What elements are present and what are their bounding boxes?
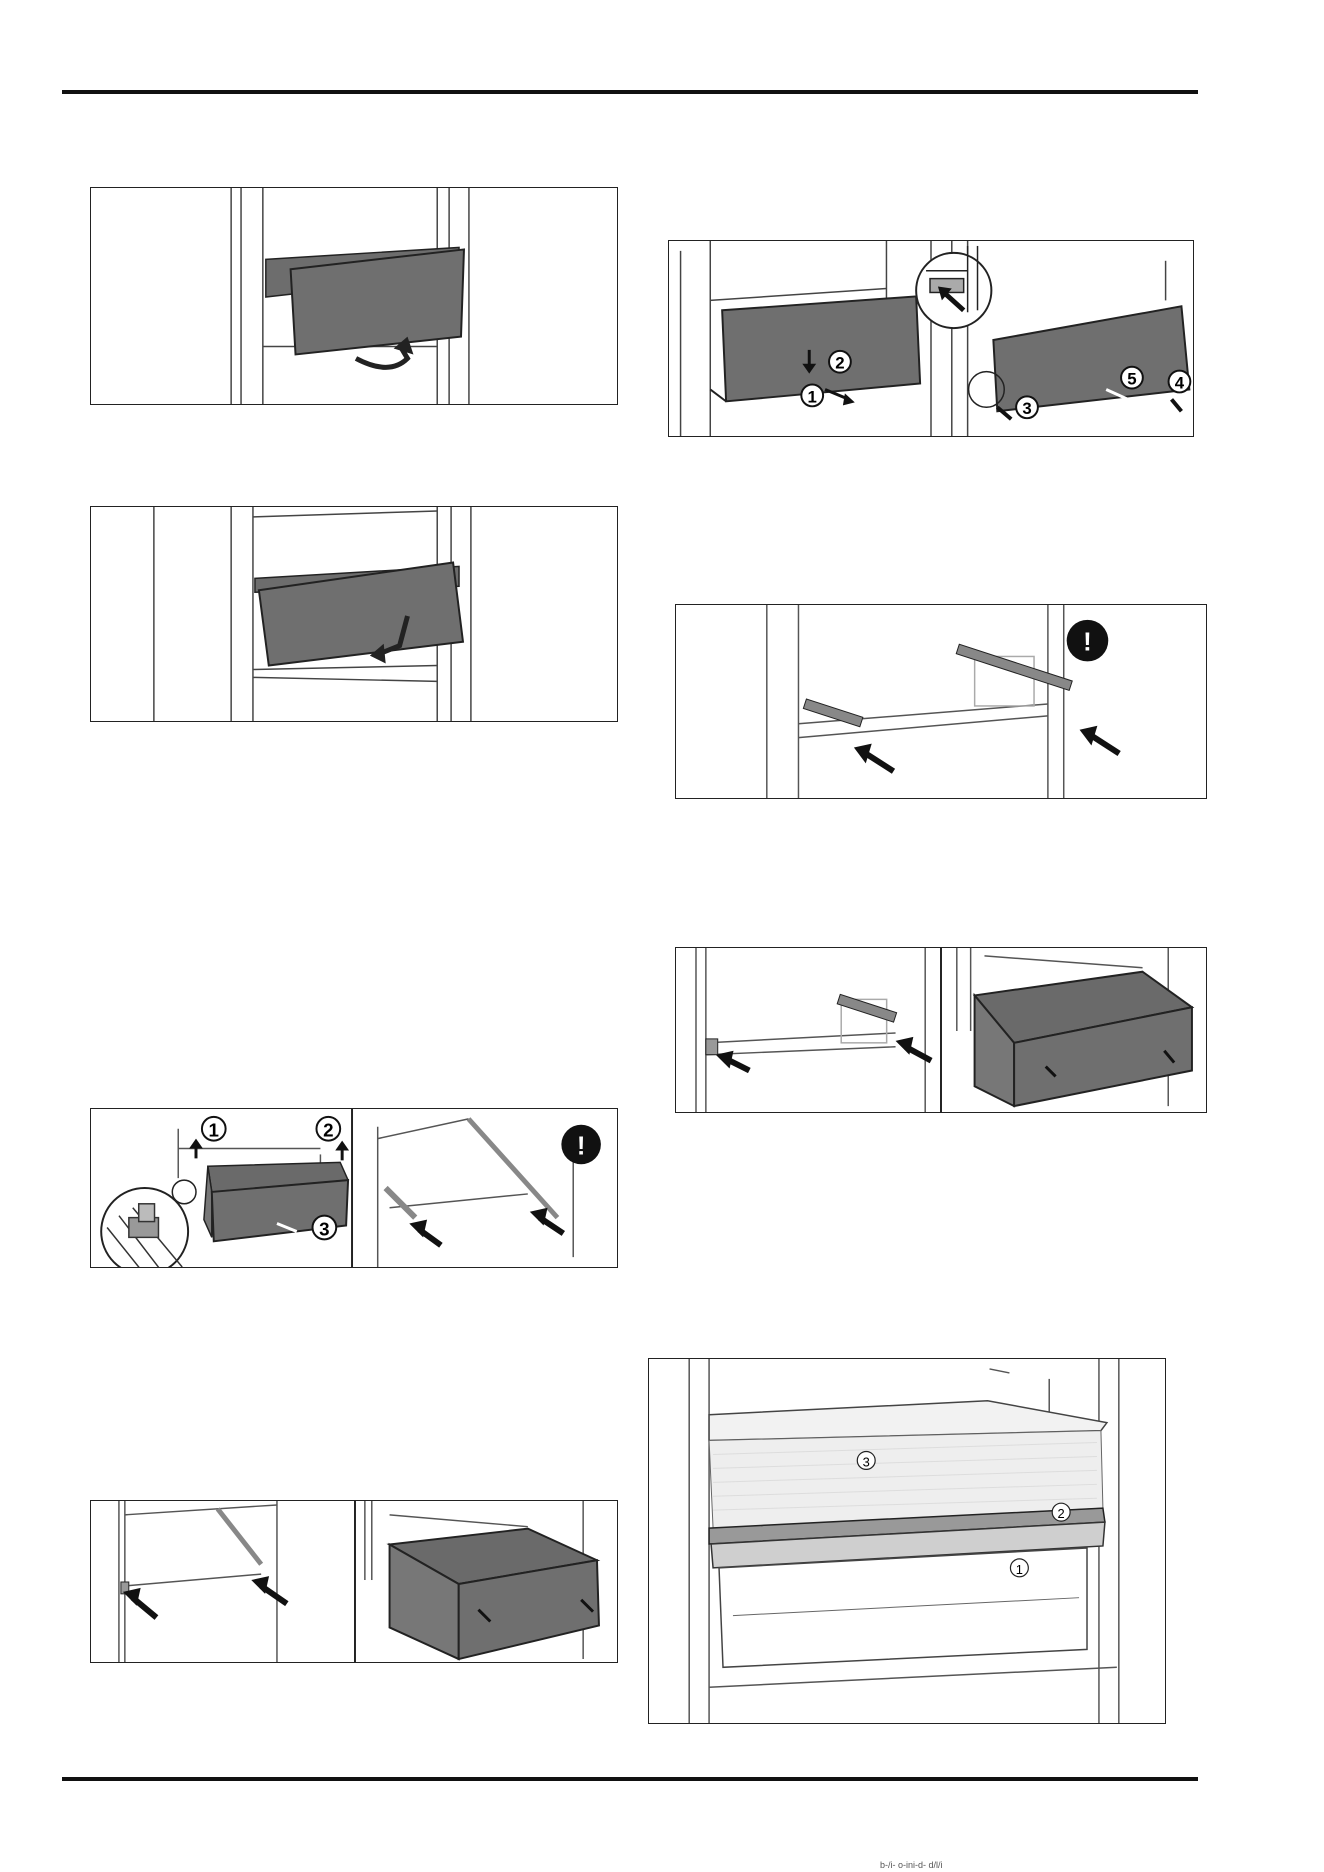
callout-1: 1	[808, 387, 817, 406]
callout-3: 3	[863, 1454, 870, 1469]
callout-4: 4	[1175, 373, 1185, 392]
callout-3: 3	[319, 1218, 329, 1239]
footer-rule	[62, 1777, 1198, 1781]
callout-3: 3	[1022, 399, 1031, 418]
callout-2: 2	[835, 354, 844, 373]
figure-drawer-insert	[90, 1500, 618, 1663]
callout-1: 1	[1016, 1562, 1023, 1577]
figure-drawer-tilt-out	[90, 187, 618, 405]
figure-rail-fitting-warning: !	[675, 604, 1207, 799]
figure-drawer-tilt-in	[90, 506, 618, 722]
figure-rail-and-drawer-insert	[675, 947, 1207, 1113]
figure-drawer-removal-steps: 2 1 5 4 3	[668, 240, 1194, 437]
callout-2: 2	[323, 1120, 333, 1141]
callout-5: 5	[1127, 370, 1136, 389]
header-rule	[62, 90, 1198, 94]
warning-icon: !	[577, 1132, 586, 1160]
footer-text: b-/i- o-ini-d- d/l/i	[880, 1860, 943, 1870]
callout-1: 1	[209, 1120, 219, 1141]
warning-icon: !	[1083, 629, 1092, 657]
callout-2: 2	[1058, 1506, 1065, 1521]
figure-crisper-components: 3 2 1	[648, 1358, 1166, 1724]
figure-drawer-lift-remove: 1 2 3 !	[90, 1108, 618, 1268]
